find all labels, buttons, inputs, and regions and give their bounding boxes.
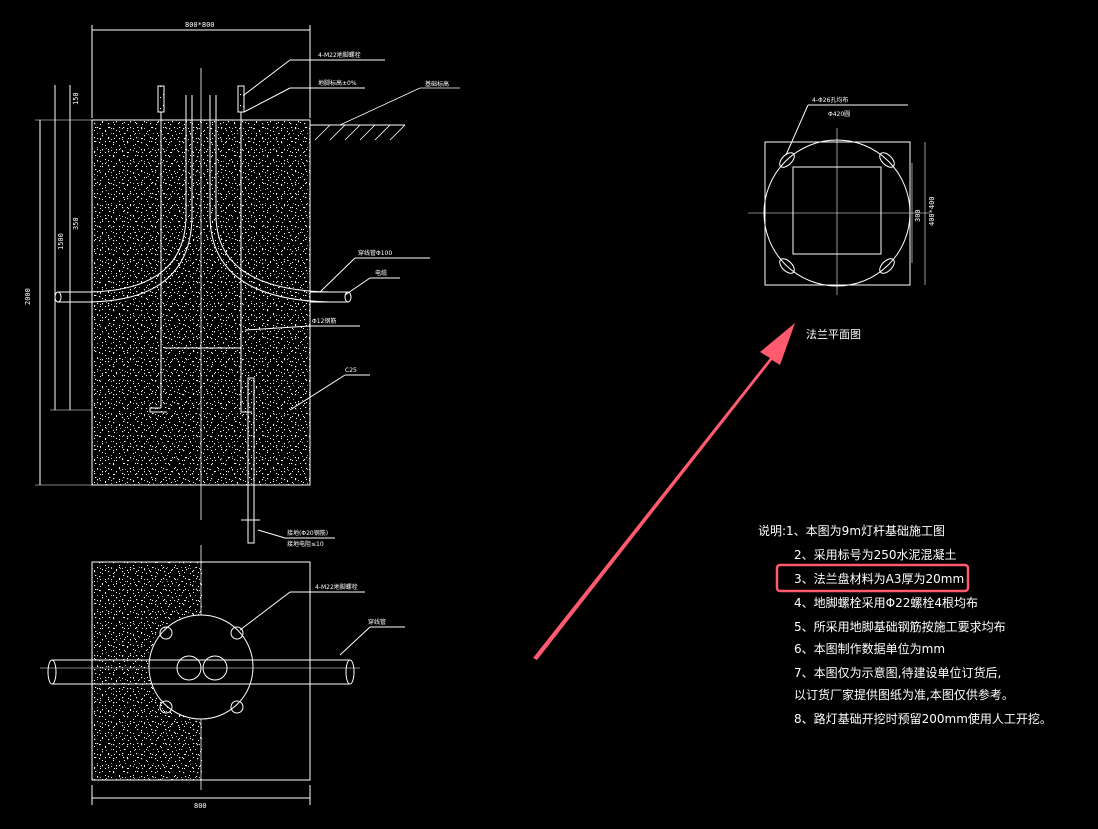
flange-dim-2: 400*400 bbox=[928, 196, 936, 226]
sub-dim-3: 350 bbox=[72, 217, 80, 230]
label-rebar: Φ12钢筋 bbox=[312, 317, 336, 325]
note-line-6: 6、本图制作数据单位为mm bbox=[794, 642, 946, 656]
flange-label-holes: 4-Φ26孔均布 bbox=[812, 96, 848, 104]
note-line-8: 以订货厂家提供图纸为准,本图仅供参考。 bbox=[794, 688, 1014, 702]
note-line-1: 说明:1、本图为9m灯杆基础施工图 bbox=[758, 524, 946, 538]
annotation-arrow bbox=[533, 323, 795, 660]
depth-dim: 2000 bbox=[24, 288, 32, 305]
plan-view bbox=[40, 545, 405, 805]
flange-outer-square bbox=[764, 141, 911, 286]
top-width-dim: 800*800 bbox=[185, 21, 215, 29]
flange-dim-1: 300 bbox=[914, 209, 922, 222]
label-concrete: C25 bbox=[345, 367, 357, 374]
label-ground: 基础标高 bbox=[425, 80, 449, 88]
note-line-7: 7、本图仅为示意图,待建设单位订货后, bbox=[794, 666, 1002, 680]
note-line-3: 3、法兰盘材料为A3厚为20mm bbox=[794, 572, 965, 586]
plan-bottom-dim: 800 bbox=[194, 802, 207, 810]
flange-title: 法兰平面图 bbox=[806, 328, 861, 341]
note-line-5: 5、所采用地脚基础钢筋按施工要求均布 bbox=[794, 620, 1006, 634]
sub-dim-2: 1500 bbox=[57, 233, 65, 250]
label-cable: 电缆 bbox=[375, 269, 387, 277]
flange-plan-view bbox=[748, 104, 930, 295]
label-grounding: 接地(Φ20钢筋) bbox=[287, 529, 328, 537]
elevation-view bbox=[35, 25, 460, 544]
sub-dim-1: 150 bbox=[72, 92, 80, 105]
plan-label-conduit: 穿线管 bbox=[368, 618, 386, 626]
label-grounding-sub: 接地电阻≤10 bbox=[287, 540, 324, 548]
note-line-9: 8、路灯基础开挖时预留200mm使用人工开挖。 bbox=[794, 712, 1052, 726]
label-top-level: 地脚标高±0% bbox=[318, 79, 357, 87]
flange-label-inner: Φ420圆 bbox=[828, 111, 850, 118]
plan-label-anchor-bolts: 4-M22地脚螺栓 bbox=[315, 583, 358, 591]
label-anchor-bolts: 4-M22地脚螺栓 bbox=[318, 51, 361, 59]
note-line-2: 2、采用标号为250水泥混凝土 bbox=[794, 548, 957, 562]
highlight-box bbox=[775, 563, 970, 593]
note-line-4: 4、地脚螺栓采用Φ22螺栓4根均布 bbox=[794, 596, 978, 610]
label-conduit: 穿线管Φ100 bbox=[358, 249, 392, 257]
